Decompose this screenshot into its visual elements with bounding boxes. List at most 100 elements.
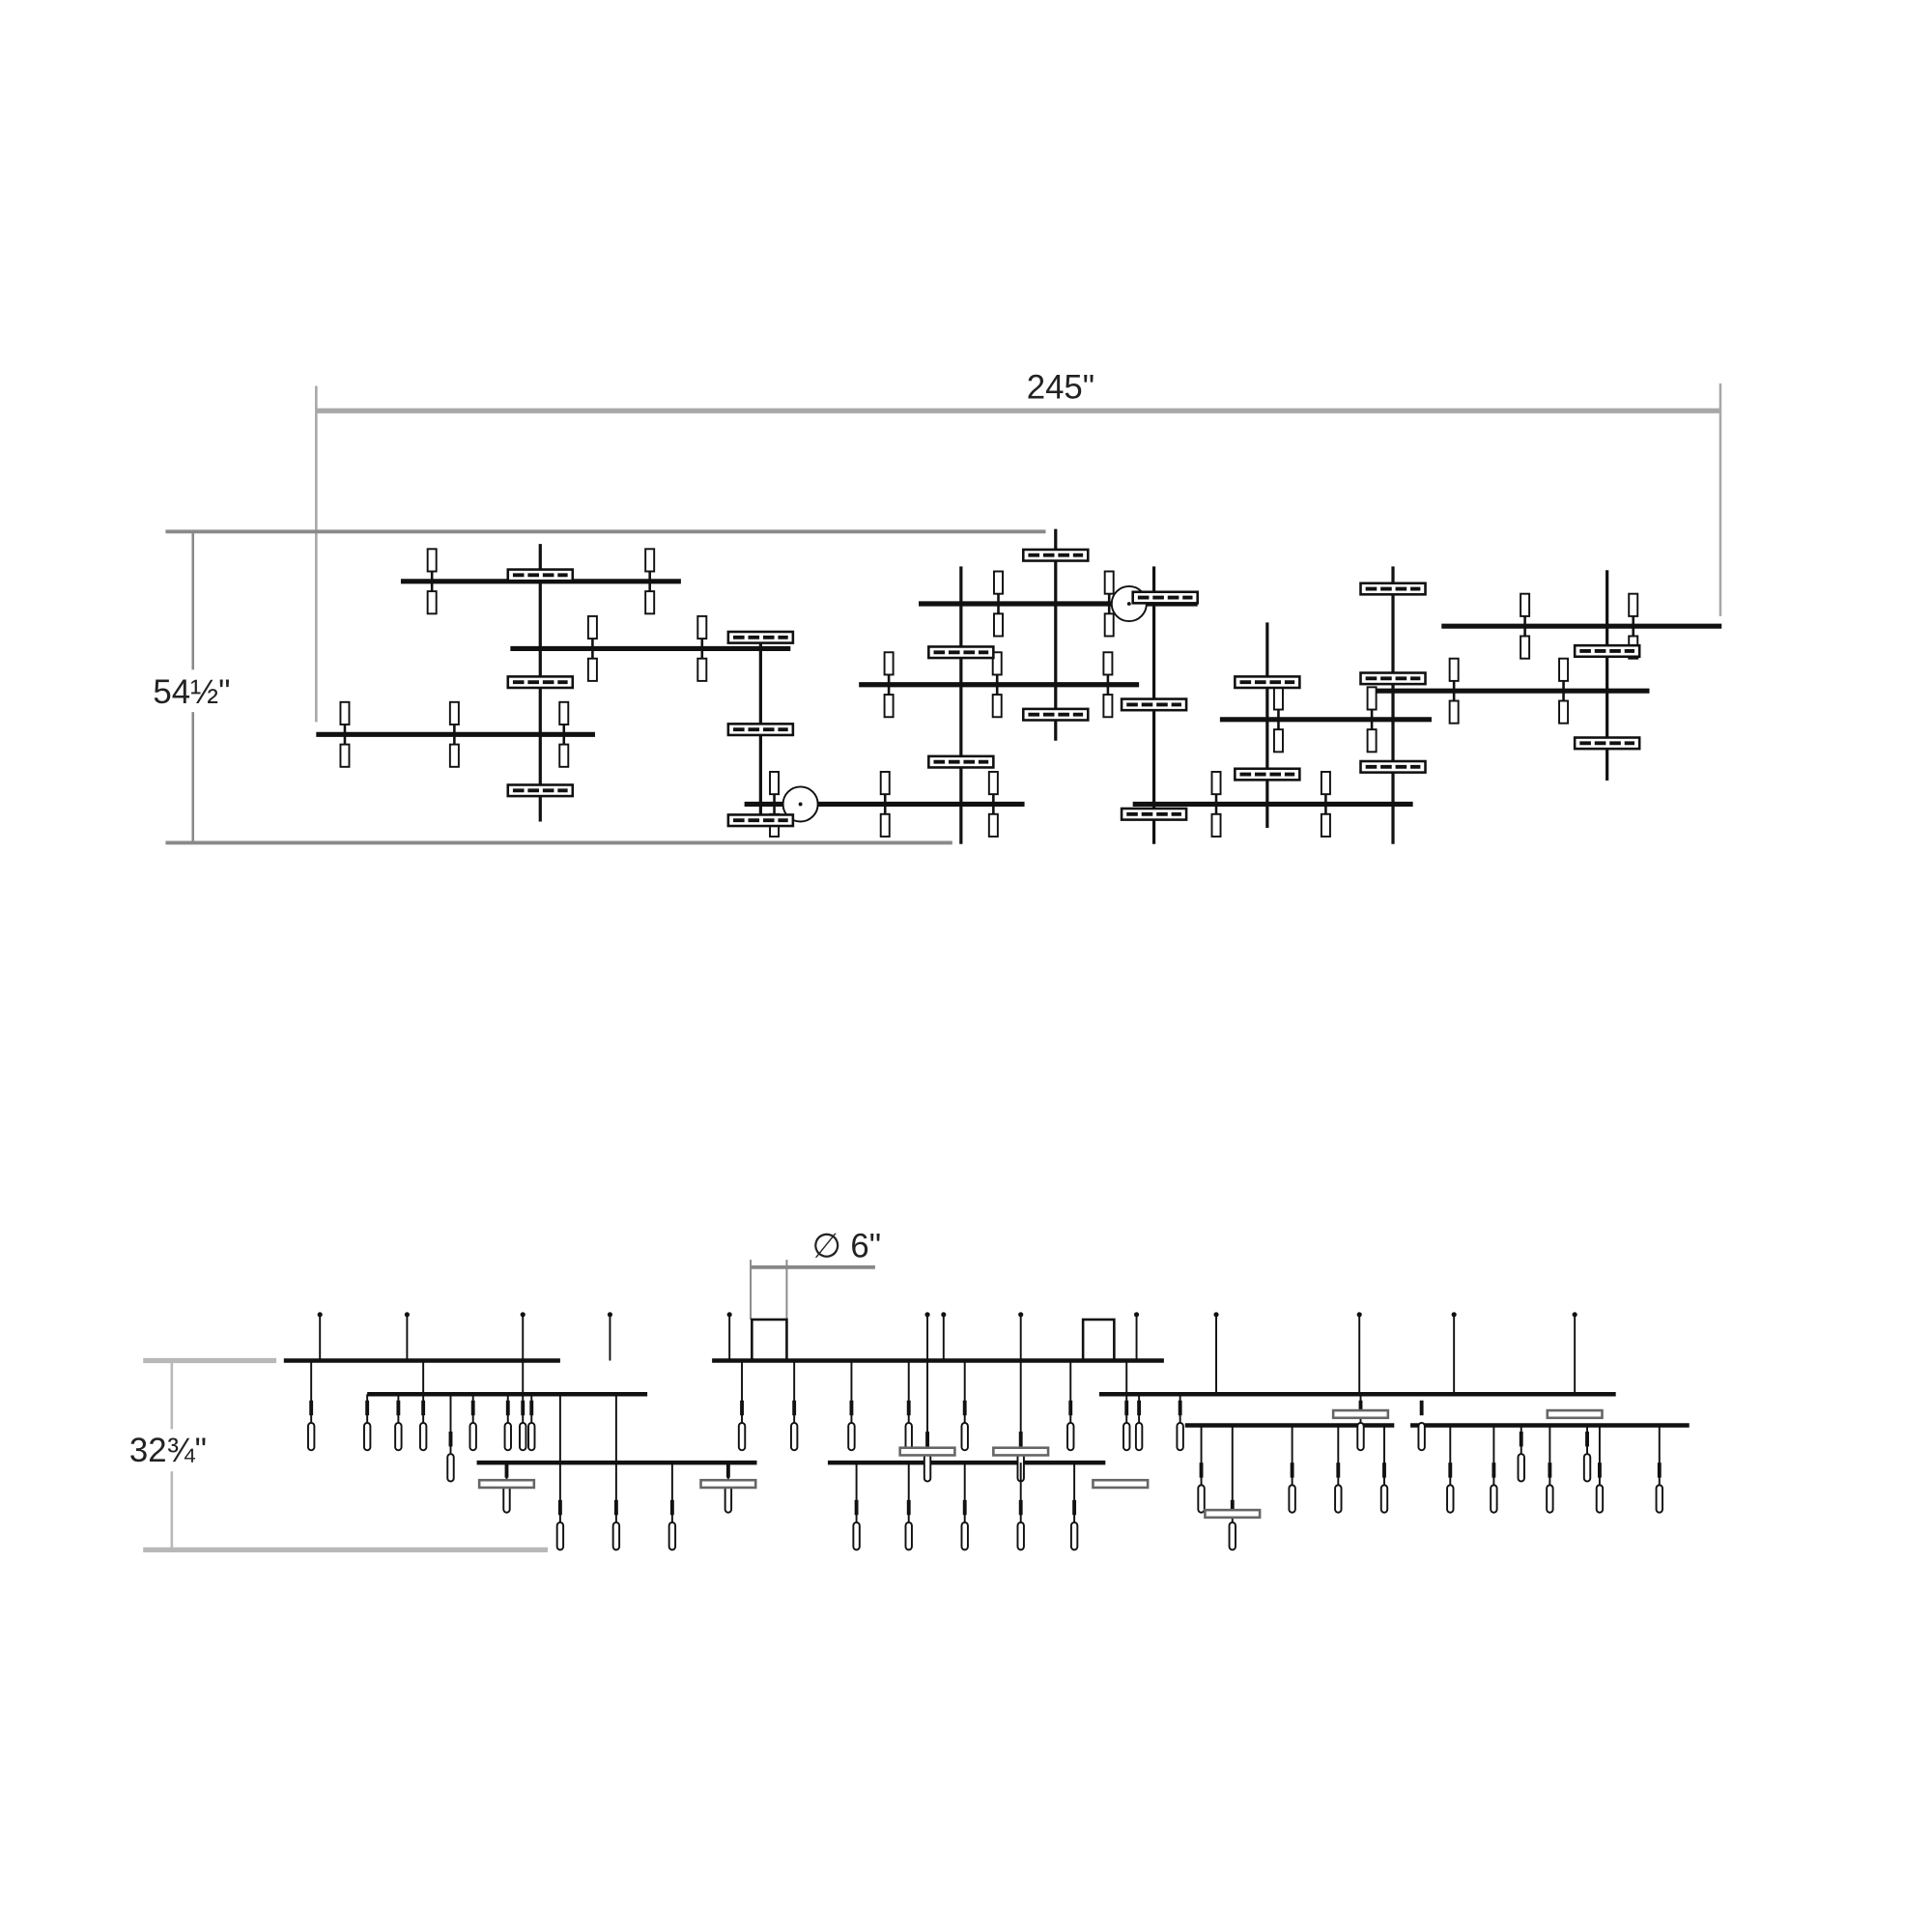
pendant-body [448,1431,453,1447]
pendant-lamp [960,1421,969,1452]
canopy-center [1126,602,1131,606]
lamp [339,700,351,768]
pendant-body [1072,1499,1077,1516]
pendant-body [365,1400,370,1416]
pendant-body [854,1499,859,1516]
lamp-shade [726,813,795,828]
canopy-diameter-label: ∅ 6" [811,1229,881,1265]
side-lamp-pair [699,1478,757,1490]
pendant-lamp [724,1484,733,1514]
pendant [555,1394,565,1551]
lamp-shade [991,651,1003,676]
lamp-shade [1558,657,1570,682]
pendant-body [1585,1431,1589,1447]
lamp-shade [644,590,656,615]
pendant [852,1463,861,1551]
pendant-lamp [1334,1484,1343,1514]
pendant [1334,1425,1343,1514]
ceiling-point [1213,1312,1219,1318]
pendant-body [740,1400,744,1416]
lamp-shade [1131,590,1199,605]
pendant-body [1419,1400,1424,1416]
pendant-body [1519,1431,1523,1447]
lamp [1366,686,1378,753]
canopy [751,1318,788,1362]
lamp-shade [558,743,570,768]
pendant-body [1230,1499,1235,1516]
pendant-lamp [1122,1421,1131,1452]
pendant [1288,1425,1296,1514]
pendant-body [1068,1400,1073,1416]
lamp-shade [426,590,438,615]
lamp-shade [879,812,891,838]
ceiling-point [1451,1312,1457,1318]
lamp-shade [726,723,795,737]
pendant-body [1018,1499,1023,1516]
pendant [418,1360,428,1452]
pendant [469,1394,477,1452]
pendant-body [669,1499,674,1516]
side-lamp-pair [898,1446,956,1457]
pendant-body [962,1499,967,1516]
lamp-shade [339,700,351,725]
pendant [1655,1425,1663,1514]
pendant-lamp [418,1421,428,1452]
pendant [668,1463,677,1551]
pendant [1356,1394,1365,1452]
pendant-lamp [1066,1421,1075,1452]
lamp [586,614,598,682]
pendant-body [1178,1400,1182,1416]
lamp-shade [883,694,895,719]
pendant [446,1394,455,1483]
pendant-lamp [519,1421,527,1452]
lamp [726,630,795,644]
lamp-shade [1120,807,1188,821]
pendant-lamp [1595,1484,1605,1514]
pendant-body [421,1400,426,1416]
lamp-shade [987,812,999,838]
pendant-body [1597,1463,1602,1478]
pendant-body [1358,1400,1363,1416]
pendant-lamp [1490,1484,1498,1514]
lamp-shade [696,657,708,682]
lamp [993,570,1004,638]
lamp-shade [586,657,598,682]
lamp [927,645,995,660]
pendant-lamp [1288,1484,1296,1514]
pendant [1066,1360,1075,1452]
lamp-shade [586,614,598,640]
pendant [1016,1360,1025,1483]
lamp-shade [1272,686,1284,711]
lamp [1448,657,1460,724]
pendant-lamp [847,1421,856,1452]
side-lamp-pair [477,1478,536,1490]
pendant [737,1360,747,1452]
pendant-body [396,1400,401,1416]
lamp-shade [1573,736,1641,751]
lamp-shade [883,651,895,676]
pendant-lamp [1134,1421,1144,1452]
lamp-shade [506,783,575,798]
lamp-shade [1103,612,1115,638]
lamp-shade [1021,548,1090,562]
lamp [1520,592,1531,660]
pendant [394,1394,403,1452]
lamp-shade [1558,699,1570,724]
lamp [927,754,995,769]
pendant-body [557,1499,562,1516]
pendant [1069,1463,1079,1551]
lamp [991,651,1003,719]
lamp [506,568,575,582]
lamp-shade [991,694,1003,719]
top-view: 245" 54½" [147,369,1722,845]
pendant [1582,1425,1592,1483]
pendant [1197,1425,1206,1514]
ceiling-point [924,1312,930,1318]
pendant [1176,1394,1184,1452]
top-height-label: 54½" [153,674,230,711]
lamp [644,548,656,615]
lamp [879,771,891,838]
lamp-shade [769,771,781,796]
lamp-shade [644,548,656,573]
lamp [506,783,575,798]
